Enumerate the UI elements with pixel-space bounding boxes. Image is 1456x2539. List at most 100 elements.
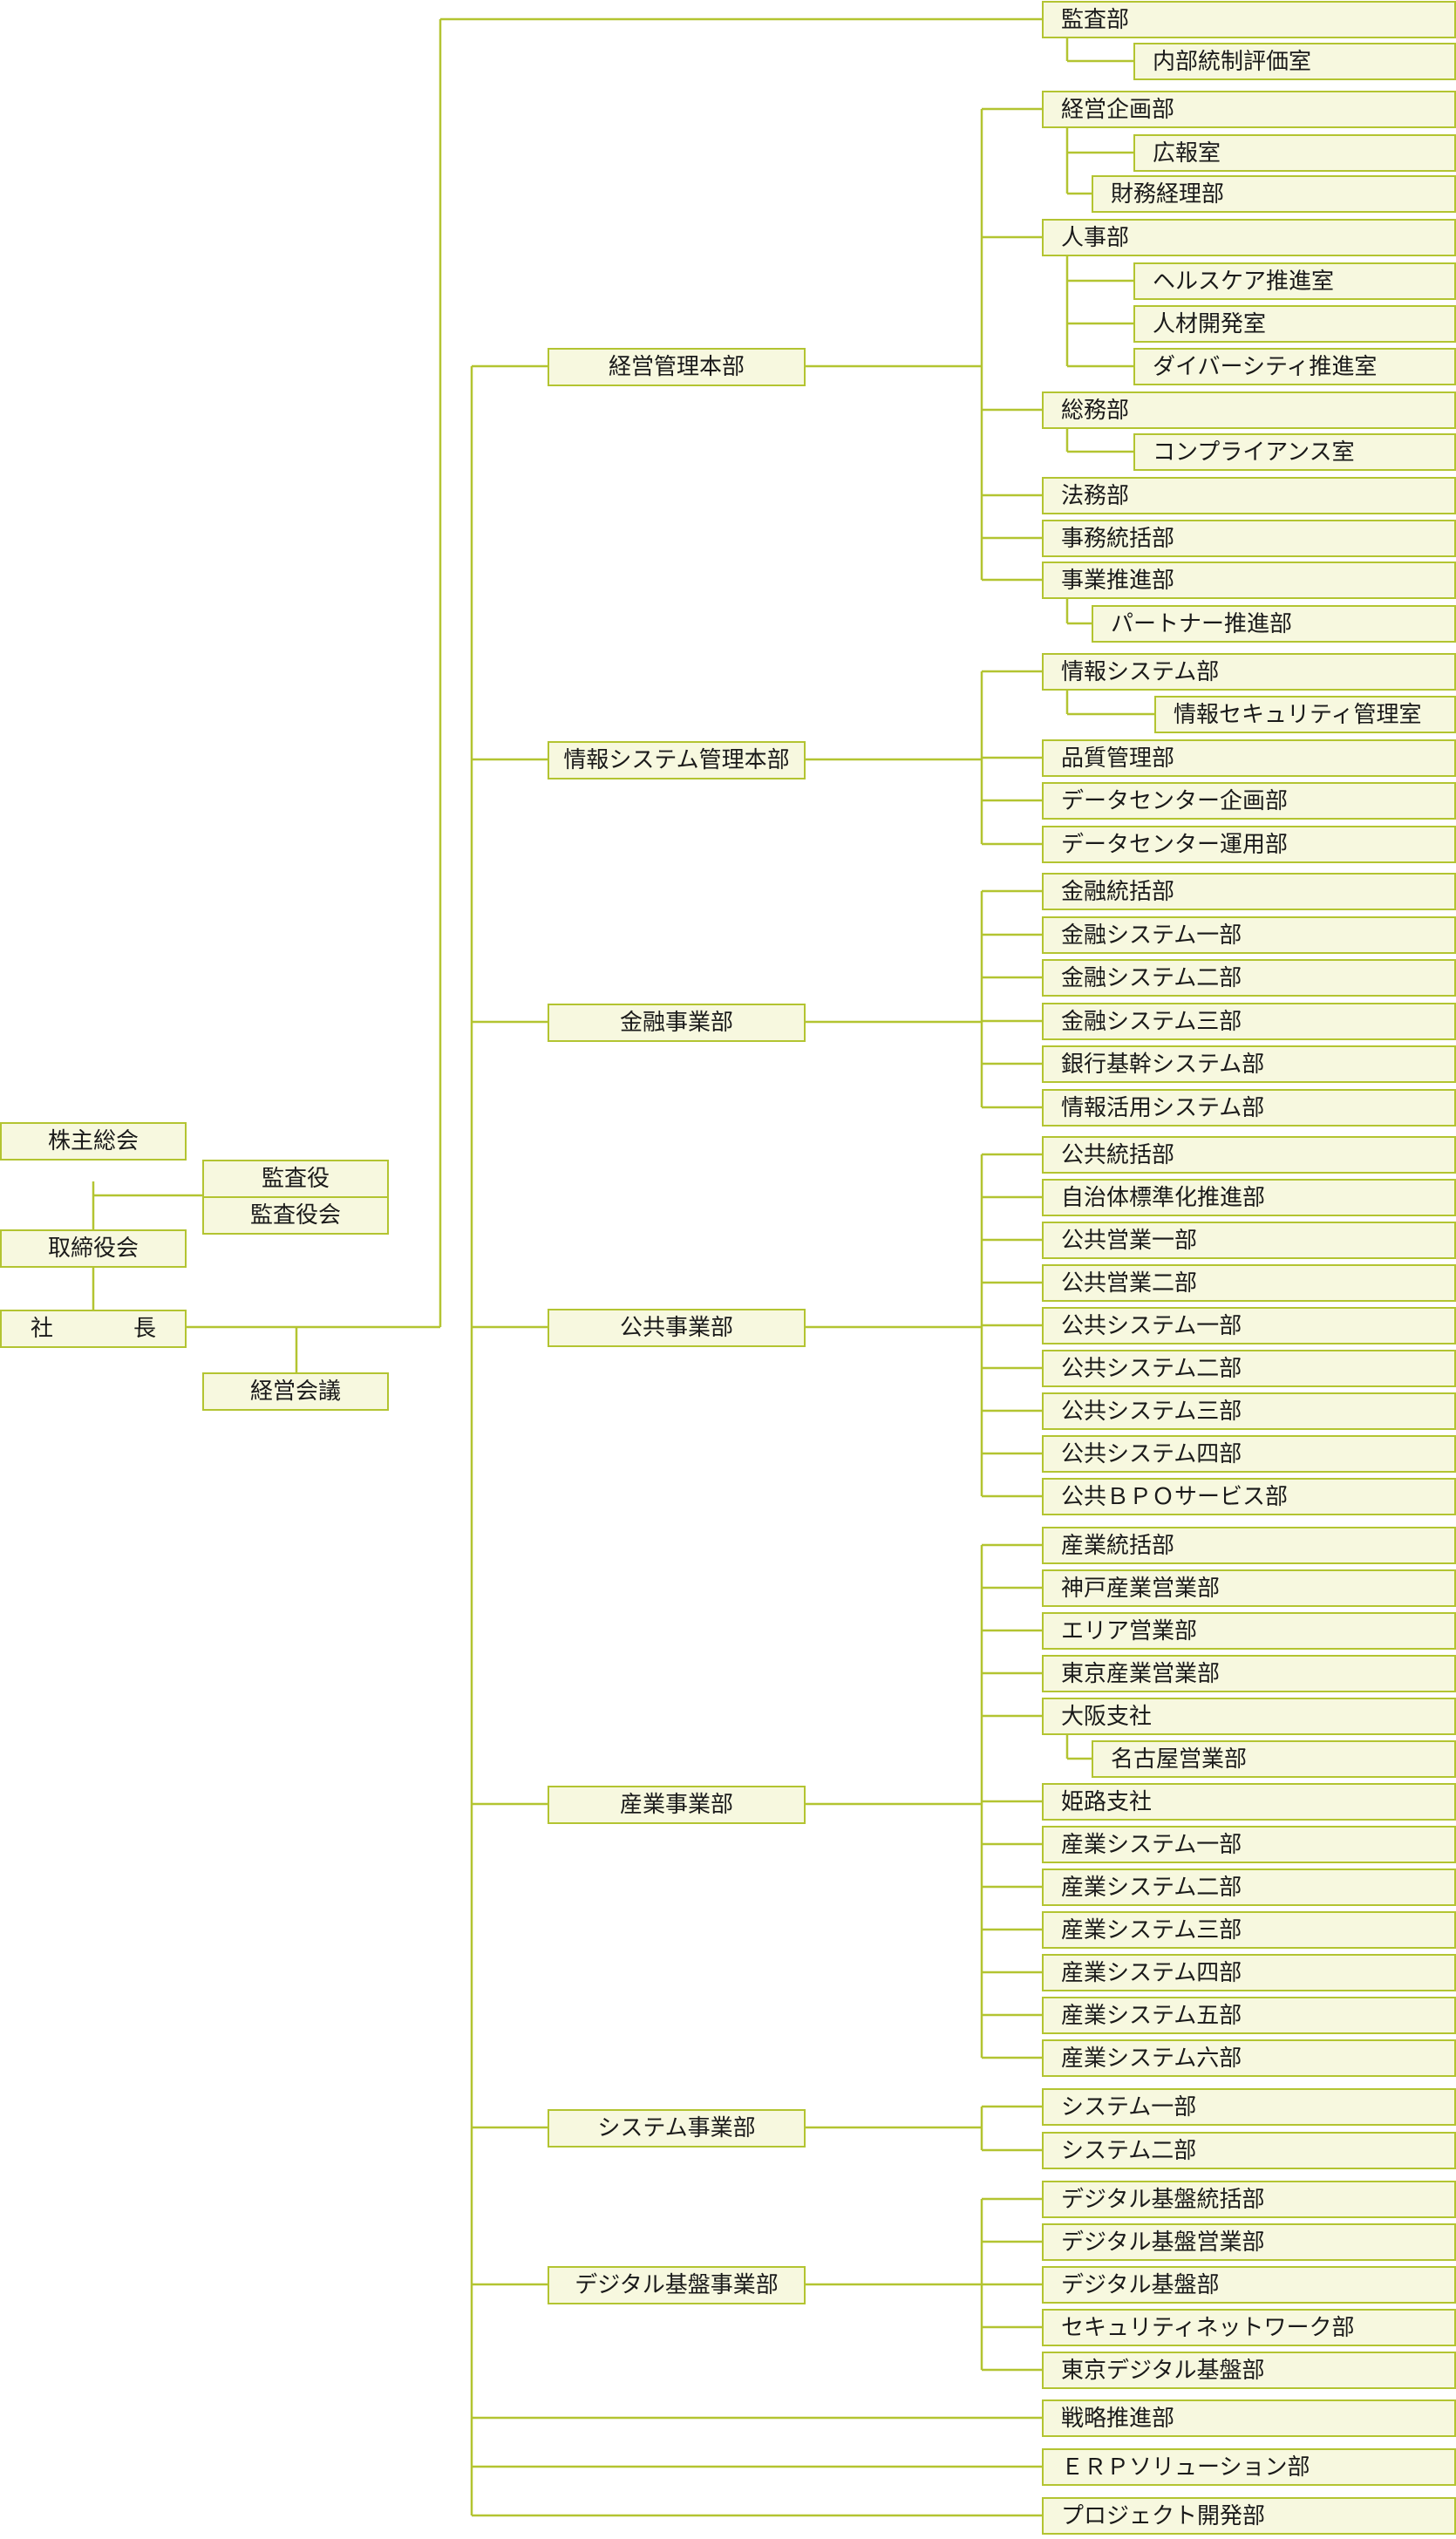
department-box: 東京デジタル基盤部 (1042, 2352, 1456, 2389)
department-label: 産業システム四部 (1061, 1959, 1242, 1986)
department-box: 産業システム三部 (1042, 1911, 1456, 1949)
sub-unit-box: 名古屋営業部 (1092, 1740, 1456, 1778)
hq-label: 公共事業部 (619, 1315, 733, 1341)
box-label: 経営会議 (249, 1378, 341, 1405)
department-label: 東京産業営業部 (1061, 1660, 1221, 1687)
department-label: 法務部 (1061, 482, 1130, 509)
department-box: 大阪支社 (1042, 1698, 1456, 1735)
sub-unit-box: 内部統制評価室 (1133, 43, 1456, 80)
department-box: システム一部 (1042, 2088, 1456, 2126)
sub-unit-box: ダイバーシティ推進室 (1133, 348, 1456, 385)
department-box: デジタル基盤営業部 (1042, 2223, 1456, 2261)
department-label: ダイバーシティ推進室 (1153, 353, 1378, 380)
department-label: 内部統制評価室 (1153, 48, 1312, 75)
department-box: 公共ＢＰＯサービス部 (1042, 1478, 1456, 1515)
department-box: 公共営業二部 (1042, 1264, 1456, 1302)
department-label: 金融システム一部 (1061, 922, 1242, 949)
department-box: 公共システム三部 (1042, 1392, 1456, 1430)
hq-box: 金融事業部 (548, 1004, 806, 1042)
department-label: 公共統括部 (1061, 1141, 1175, 1168)
department-label: 人材開発室 (1153, 310, 1267, 337)
department-box: 姫路支社 (1042, 1783, 1456, 1821)
department-box: 産業システム二部 (1042, 1869, 1456, 1906)
department-box: 産業システム四部 (1042, 1954, 1456, 1991)
management-meeting-box: 経営会議 (202, 1372, 389, 1411)
department-label: 産業システム三部 (1061, 1916, 1242, 1943)
department-label: エリア営業部 (1061, 1617, 1198, 1644)
department-label: 産業統括部 (1061, 1532, 1175, 1559)
audit-board-box: 監査役会 (202, 1196, 389, 1235)
department-box: 法務部 (1042, 477, 1456, 514)
department-box: 金融システム三部 (1042, 1003, 1456, 1040)
department-box: 品質管理部 (1042, 739, 1456, 777)
hq-label: 産業事業部 (619, 1792, 733, 1818)
hq-label: 情報システム管理本部 (563, 747, 790, 773)
department-label: 事務統括部 (1061, 525, 1175, 552)
department-label: ＥＲＰソリューション部 (1061, 2454, 1310, 2481)
department-label: 情報セキュリティ管理室 (1174, 701, 1422, 728)
department-box: 人事部 (1042, 219, 1456, 256)
department-box: 経営企画部 (1042, 91, 1456, 128)
department-label: ヘルスケア推進室 (1153, 268, 1335, 295)
hq-box: 経営管理本部 (548, 348, 806, 386)
department-box: 産業統括部 (1042, 1527, 1456, 1564)
department-label: デジタル基盤部 (1061, 2271, 1220, 2298)
box-label: 取締役会 (47, 1235, 139, 1262)
department-label: 金融システム三部 (1061, 1008, 1242, 1035)
department-box: 銀行基幹システム部 (1042, 1045, 1456, 1083)
department-box: 公共システム四部 (1042, 1435, 1456, 1473)
department-label: 公共ＢＰＯサービス部 (1061, 1483, 1289, 1510)
department-label: データセンター企画部 (1061, 787, 1289, 814)
department-label: 品質管理部 (1061, 745, 1175, 772)
department-label: 公共営業二部 (1061, 1270, 1198, 1297)
hq-box: システム事業部 (548, 2109, 806, 2148)
department-label: 金融システム二部 (1061, 964, 1242, 991)
department-label: 情報システム部 (1061, 658, 1220, 685)
sub-unit-box: 情報セキュリティ管理室 (1154, 696, 1456, 733)
department-box: 情報システム部 (1042, 653, 1456, 691)
department-label: 監査部 (1061, 6, 1130, 33)
box-label-b: 長 (133, 1316, 157, 1342)
department-label: 経営企画部 (1061, 96, 1175, 123)
department-label: セキュリティネットワーク部 (1061, 2314, 1355, 2341)
hq-box: 情報システム管理本部 (548, 741, 806, 779)
department-label: コンプライアンス室 (1153, 439, 1355, 466)
department-label: 産業システム二部 (1061, 1874, 1242, 1901)
department-label: 銀行基幹システム部 (1061, 1051, 1265, 1078)
department-label: データセンター運用部 (1061, 831, 1289, 858)
department-box: データセンター企画部 (1042, 782, 1456, 820)
department-label: 公共営業一部 (1061, 1227, 1198, 1254)
department-box: デジタル基盤部 (1042, 2266, 1456, 2304)
department-box: 戦略推進部 (1042, 2399, 1456, 2437)
hq-label: 経営管理本部 (608, 354, 745, 380)
department-label: パートナー推進部 (1111, 610, 1293, 637)
department-box: ＥＲＰソリューション部 (1042, 2448, 1456, 2486)
department-box: 情報活用システム部 (1042, 1089, 1456, 1127)
department-box: 産業システム五部 (1042, 1997, 1456, 2034)
sub-unit-box: 人材開発室 (1133, 305, 1456, 343)
box-label: 株主総会 (47, 1128, 139, 1154)
department-label: 事業推進部 (1061, 567, 1175, 594)
department-box: 公共統括部 (1042, 1136, 1456, 1174)
department-box: 金融システム二部 (1042, 959, 1456, 997)
department-label: 公共システム四部 (1061, 1440, 1242, 1467)
department-label: 名古屋営業部 (1111, 1746, 1248, 1773)
department-label: 大阪支社 (1061, 1703, 1153, 1730)
department-box: 東京産業営業部 (1042, 1655, 1456, 1692)
department-label: 公共システム二部 (1061, 1355, 1242, 1382)
department-label: 東京デジタル基盤部 (1061, 2357, 1265, 2384)
department-box: 総務部 (1042, 391, 1456, 429)
department-label: 広報室 (1153, 140, 1221, 167)
department-box: システム二部 (1042, 2132, 1456, 2169)
box-label: 監査役 (261, 1166, 330, 1192)
hq-label: デジタル基盤事業部 (575, 2272, 779, 2298)
department-label: 公共システム三部 (1061, 1398, 1242, 1425)
department-label: 金融統括部 (1061, 878, 1175, 905)
department-box: 金融システム一部 (1042, 916, 1456, 954)
department-box: 産業システム一部 (1042, 1826, 1456, 1863)
president-box: 社長 (0, 1310, 187, 1348)
department-box: 金融統括部 (1042, 873, 1456, 910)
department-label: 情報活用システム部 (1061, 1094, 1265, 1121)
box-label: 監査役会 (249, 1202, 341, 1229)
